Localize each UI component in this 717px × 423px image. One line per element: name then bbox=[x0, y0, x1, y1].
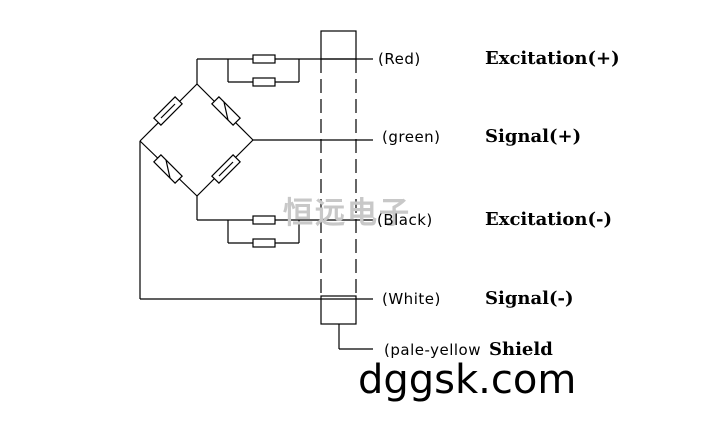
signal-name: Excitation(+) bbox=[485, 48, 620, 69]
compensation-resistor bbox=[252, 77, 276, 87]
signal-minus-path bbox=[139, 141, 373, 300]
wire-color-label: (pale-yellow bbox=[384, 341, 481, 359]
compensation-resistor bbox=[252, 215, 276, 225]
strain-gauge-bottom-left bbox=[153, 154, 183, 184]
watermark: 恒远电子 bbox=[283, 196, 411, 231]
signal-name: Excitation(-) bbox=[485, 209, 612, 230]
shield-label-backdrop bbox=[489, 338, 553, 358]
excitation-plus-path bbox=[196, 54, 373, 87]
strain-gauge-top-right bbox=[211, 96, 241, 126]
wire-color-label: (Black) bbox=[377, 211, 433, 229]
compensation-resistor bbox=[252, 238, 276, 248]
wire-color-label: (White) bbox=[382, 290, 441, 308]
wire-color-label: (green) bbox=[382, 128, 441, 146]
strain-gauge-bottom-right bbox=[211, 154, 241, 184]
signal-name: Signal(-) bbox=[485, 288, 574, 309]
strain-gauge-top-left bbox=[153, 96, 183, 126]
signal-name: Signal(+) bbox=[485, 126, 581, 147]
shield-path bbox=[338, 324, 373, 350]
website-caption: dggsk.com bbox=[358, 357, 576, 403]
cable-shield bbox=[320, 30, 357, 325]
compensation-resistor bbox=[252, 54, 276, 64]
signal-name: Shield bbox=[489, 339, 553, 360]
excitation-minus-path bbox=[196, 196, 373, 248]
wheatstone-bridge bbox=[139, 83, 254, 197]
wire-color-label: (Red) bbox=[378, 50, 421, 68]
